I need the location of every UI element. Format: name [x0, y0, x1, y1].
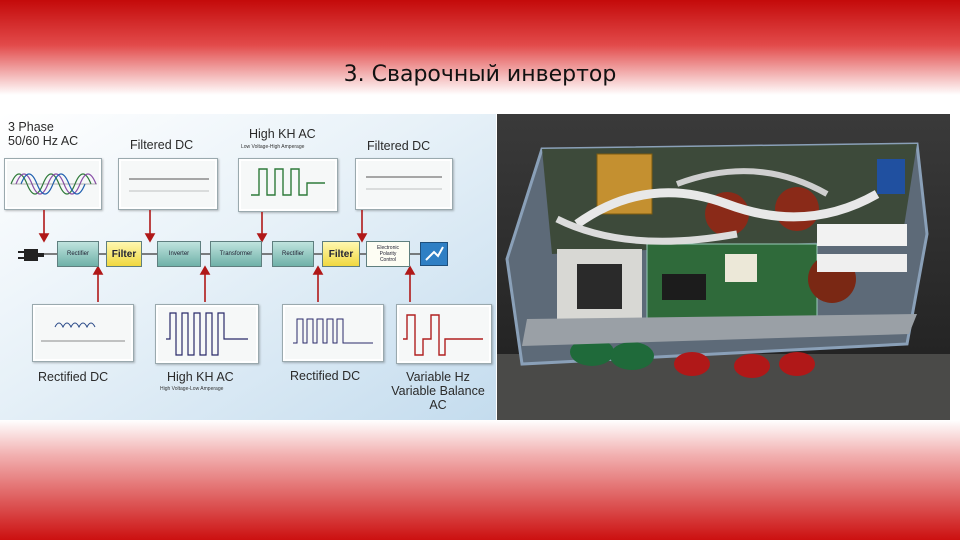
power-plug-icon — [18, 246, 44, 269]
label-variable-hz-balance-ac: Variable Hz Variable Balance AC — [391, 370, 485, 412]
block-electronic-polarity-control: Electronic Polarity Control — [366, 241, 410, 267]
label-rectified-dc-2: Rectified DC — [290, 369, 361, 383]
label-high-kh-ac-bottom: High KH AC — [167, 370, 234, 384]
inverter-internals-photo — [497, 114, 950, 420]
waveform-high-kh-ac-bottom — [155, 304, 259, 364]
waveform-variable-balance-ac — [396, 304, 492, 364]
waveform-rectified-dc-1 — [32, 304, 134, 362]
welding-torch-icon — [420, 242, 448, 266]
label-high-kh-ac-top: High KH AC — [249, 127, 316, 141]
waveform-3-phase-ac — [4, 158, 102, 210]
label-high-kh-ac-top-sub: Low Voltage-High Amperage — [241, 144, 305, 150]
block-filter-1: Filter — [106, 241, 142, 267]
label-rectified-dc-1: Rectified DC — [38, 370, 109, 384]
label-filtered-dc-2: Filtered DC — [367, 139, 431, 153]
block-rectifier-1: Rectifier — [57, 241, 99, 267]
label-high-kh-ac-bottom-sub: High Voltage-Low Amperage — [160, 386, 224, 392]
block-rectifier-2: Rectifier — [272, 241, 314, 267]
block-inverter: Inverter — [157, 241, 201, 267]
block-transformer: Transformer — [210, 241, 262, 267]
block-filter-2: Filter — [322, 241, 360, 267]
waveform-high-kh-ac-top — [238, 158, 338, 212]
label-filtered-dc-1: Filtered DC — [130, 138, 194, 152]
waveform-rectified-dc-2 — [282, 304, 384, 362]
label-3-phase: 3 Phase 50/60 Hz AC — [8, 120, 79, 148]
inverter-block-diagram: 3 Phase 50/60 Hz AC Filtered DC High KH … — [0, 114, 496, 420]
waveform-filtered-dc-1 — [118, 158, 218, 210]
slide-title: 3. Сварочный инвертор — [343, 62, 617, 87]
waveform-filtered-dc-2 — [355, 158, 453, 210]
